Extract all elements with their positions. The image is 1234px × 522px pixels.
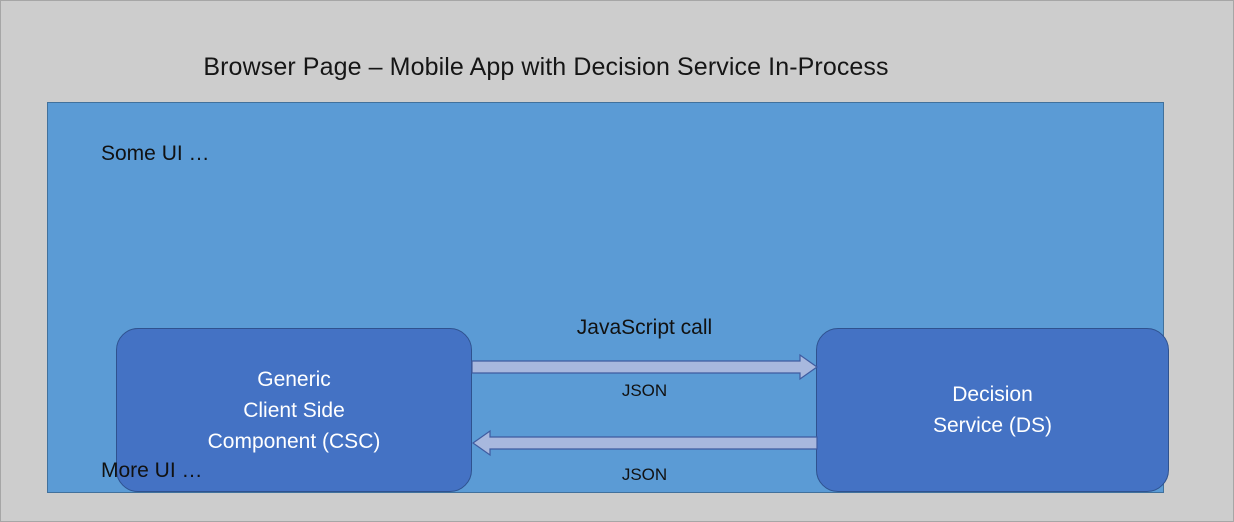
request-arrow-right-icon — [471, 353, 819, 381]
javascript-call-label: JavaScript call — [576, 316, 713, 339]
some-ui-label: Some UI … — [101, 142, 210, 165]
csc-label-line-2: Client Side — [243, 398, 345, 422]
more-ui-label: More UI … — [101, 459, 203, 482]
decision-service-box[interactable]: Decision Service (DS) — [816, 328, 1169, 492]
response-arrow-left-icon — [471, 429, 818, 457]
request-json-label: JSON — [621, 381, 668, 400]
client-side-component-box[interactable]: Generic Client Side Component (CSC) — [116, 328, 472, 492]
response-json-label: JSON — [621, 465, 668, 484]
csc-label-line-3: Component (CSC) — [207, 429, 381, 453]
page-title: Browser Page – Mobile App with Decision … — [203, 53, 889, 81]
ds-label-line-2: Service (DS) — [932, 414, 1053, 437]
ds-label-line-1: Decision — [952, 383, 1033, 406]
csc-label-line-1: Generic — [257, 367, 331, 391]
browser-page-panel: Some UI … Generic Client Side Component … — [47, 102, 1169, 493]
